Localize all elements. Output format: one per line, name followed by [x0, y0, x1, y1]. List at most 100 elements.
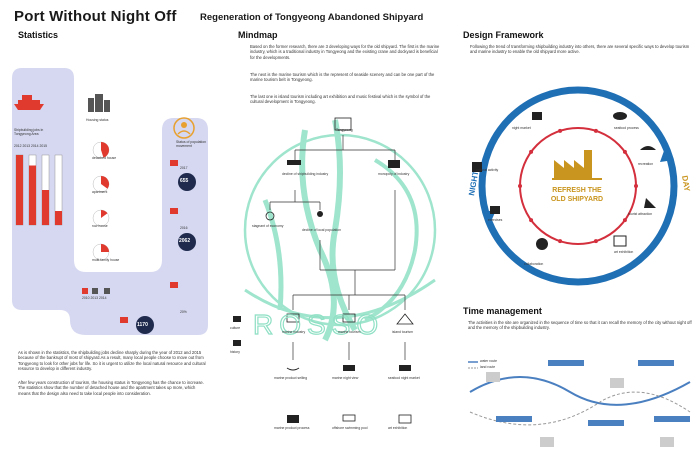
ring-dot: [518, 184, 522, 188]
person-icon: [173, 117, 195, 139]
center-line-1: REFRESH THE: [552, 187, 602, 194]
housing-item-2: apartment: [92, 190, 108, 194]
process-icon: [287, 415, 299, 423]
attraction-icon: [644, 198, 656, 208]
job-bar: [42, 190, 49, 225]
mindmap-leaf-4: marine product process: [274, 426, 310, 430]
population-value-1: 655: [180, 178, 189, 184]
node-exercises: exercises: [488, 218, 503, 222]
mindmap-root: Tongyeong: [336, 128, 353, 132]
mindmap-leaf-2: marine night view: [332, 376, 359, 380]
ship-decline-icon: [287, 160, 301, 165]
mindmap-history: history: [230, 350, 240, 354]
culture-icon: [233, 316, 241, 322]
ring-dot: [558, 128, 563, 133]
watermark-text: ROSSO: [253, 309, 384, 340]
population-year-2016: 2016: [180, 226, 188, 230]
population-value-3: 1170: [137, 322, 148, 328]
time-tag-2: [638, 360, 674, 366]
jobs-years: 2012 2013 2014 2015: [14, 144, 48, 148]
easel-icon: [613, 235, 627, 247]
legend-land-route: land route: [480, 365, 496, 369]
outer-ring: [478, 86, 678, 286]
population-circle-2: [178, 233, 196, 251]
job-bar: [29, 165, 36, 225]
mindmap-stagnant: stagnant of economy: [252, 224, 284, 228]
mindmap-diagram: ROSSO: [233, 117, 437, 424]
stats-body-2: After few years construction of tourism,…: [18, 380, 204, 396]
ship-icon: [14, 95, 44, 110]
ring-dot: [634, 184, 638, 188]
time-management-heading: Time management: [463, 306, 542, 316]
factory-icon: [388, 160, 400, 168]
ring-dot: [622, 218, 627, 223]
mindmap-leaf-5: offshore swimming pool: [332, 426, 368, 430]
page-subtitle: Regeneration of Tongyeong Abandoned Ship…: [200, 12, 424, 23]
mint-watermark: [243, 119, 437, 342]
legend-water-route: water route: [480, 359, 497, 363]
night-market-icon: [532, 112, 542, 120]
housing-label: Housing status: [86, 118, 109, 122]
product-icon: [286, 367, 300, 371]
node-cultural-activity: cultural activity: [476, 168, 499, 172]
ring-dot: [593, 239, 598, 244]
time-thumb-2: [610, 378, 624, 388]
pool-icon: [342, 414, 356, 422]
mindmap-lines: [269, 135, 406, 360]
time-thumb-4: [660, 437, 674, 447]
mindmap-culture: culture: [230, 326, 241, 330]
people-icon: [317, 211, 323, 217]
ring-dot: [593, 128, 598, 133]
housing-pie-slice: [101, 176, 110, 189]
mindmap-leaf-6: art exhibition: [388, 426, 408, 430]
population-value-2: 2062: [179, 238, 191, 244]
housing-pie-slice: [101, 142, 109, 158]
job-bars: [15, 154, 63, 226]
collaboration-icon: [536, 238, 548, 250]
mindmap-heading: Mindmap: [238, 30, 278, 40]
time-tag-3: [496, 416, 532, 422]
framework-diagram: REFRESH THE OLD SHIPYARD NIGHT DAY: [467, 86, 692, 286]
night-view-icon: [343, 365, 355, 371]
framework-icons: [472, 112, 656, 250]
night-label: NIGHT: [467, 170, 480, 196]
mindmap-decline-pop: decline of local population: [302, 228, 342, 232]
housing-item-3: row house: [92, 224, 108, 228]
mindmap-intro-1: Based on the former research, there are …: [250, 44, 440, 60]
stats-body-1: As is shown in the statistics, the shipb…: [18, 350, 206, 371]
island-icon: [396, 313, 414, 325]
node-collaboration: collaboration: [524, 262, 544, 266]
fish-icon: [613, 112, 627, 120]
time-diagram: [468, 360, 691, 447]
mindmap-intro-3: The last one is island tourism including…: [250, 94, 431, 105]
population-circle-1: [178, 173, 196, 191]
design-framework-heading: Design Framework: [463, 30, 544, 40]
node-tourist-attraction: tourist attraction: [628, 212, 653, 216]
time-tag-4: [588, 420, 624, 426]
building-icon: [88, 94, 110, 112]
page-title: Port Without Night Off: [14, 8, 177, 25]
job-bar: [55, 211, 62, 225]
time-management-intro: The activities in the site are organized…: [468, 320, 692, 331]
umbrella-icon: [640, 146, 656, 150]
art-icon: [398, 414, 412, 424]
time-route-1: [469, 376, 691, 406]
population-circle-3: [136, 316, 154, 334]
umbrella-icon: [342, 313, 356, 323]
ring-dot: [529, 218, 534, 223]
node-art-exhibition: art exhibition: [614, 250, 634, 254]
time-tag-5: [654, 416, 690, 422]
mindmap-icons: [233, 117, 414, 424]
time-thumb-1: [486, 372, 500, 382]
job-bar: [16, 155, 23, 225]
inner-ring: [519, 127, 637, 245]
day-label: DAY: [680, 175, 692, 193]
housing-item-4: multi-family house: [92, 258, 120, 262]
housing-pie-slice: [101, 210, 108, 218]
mindmap-monopoly: monopoly of industry: [378, 172, 410, 176]
node-night-market: night market: [512, 126, 531, 130]
node-seafood-process: seafood process: [614, 126, 639, 130]
ring-dot: [529, 149, 534, 154]
population-year-2017: 2017: [180, 166, 188, 170]
money-icon: [265, 211, 275, 221]
